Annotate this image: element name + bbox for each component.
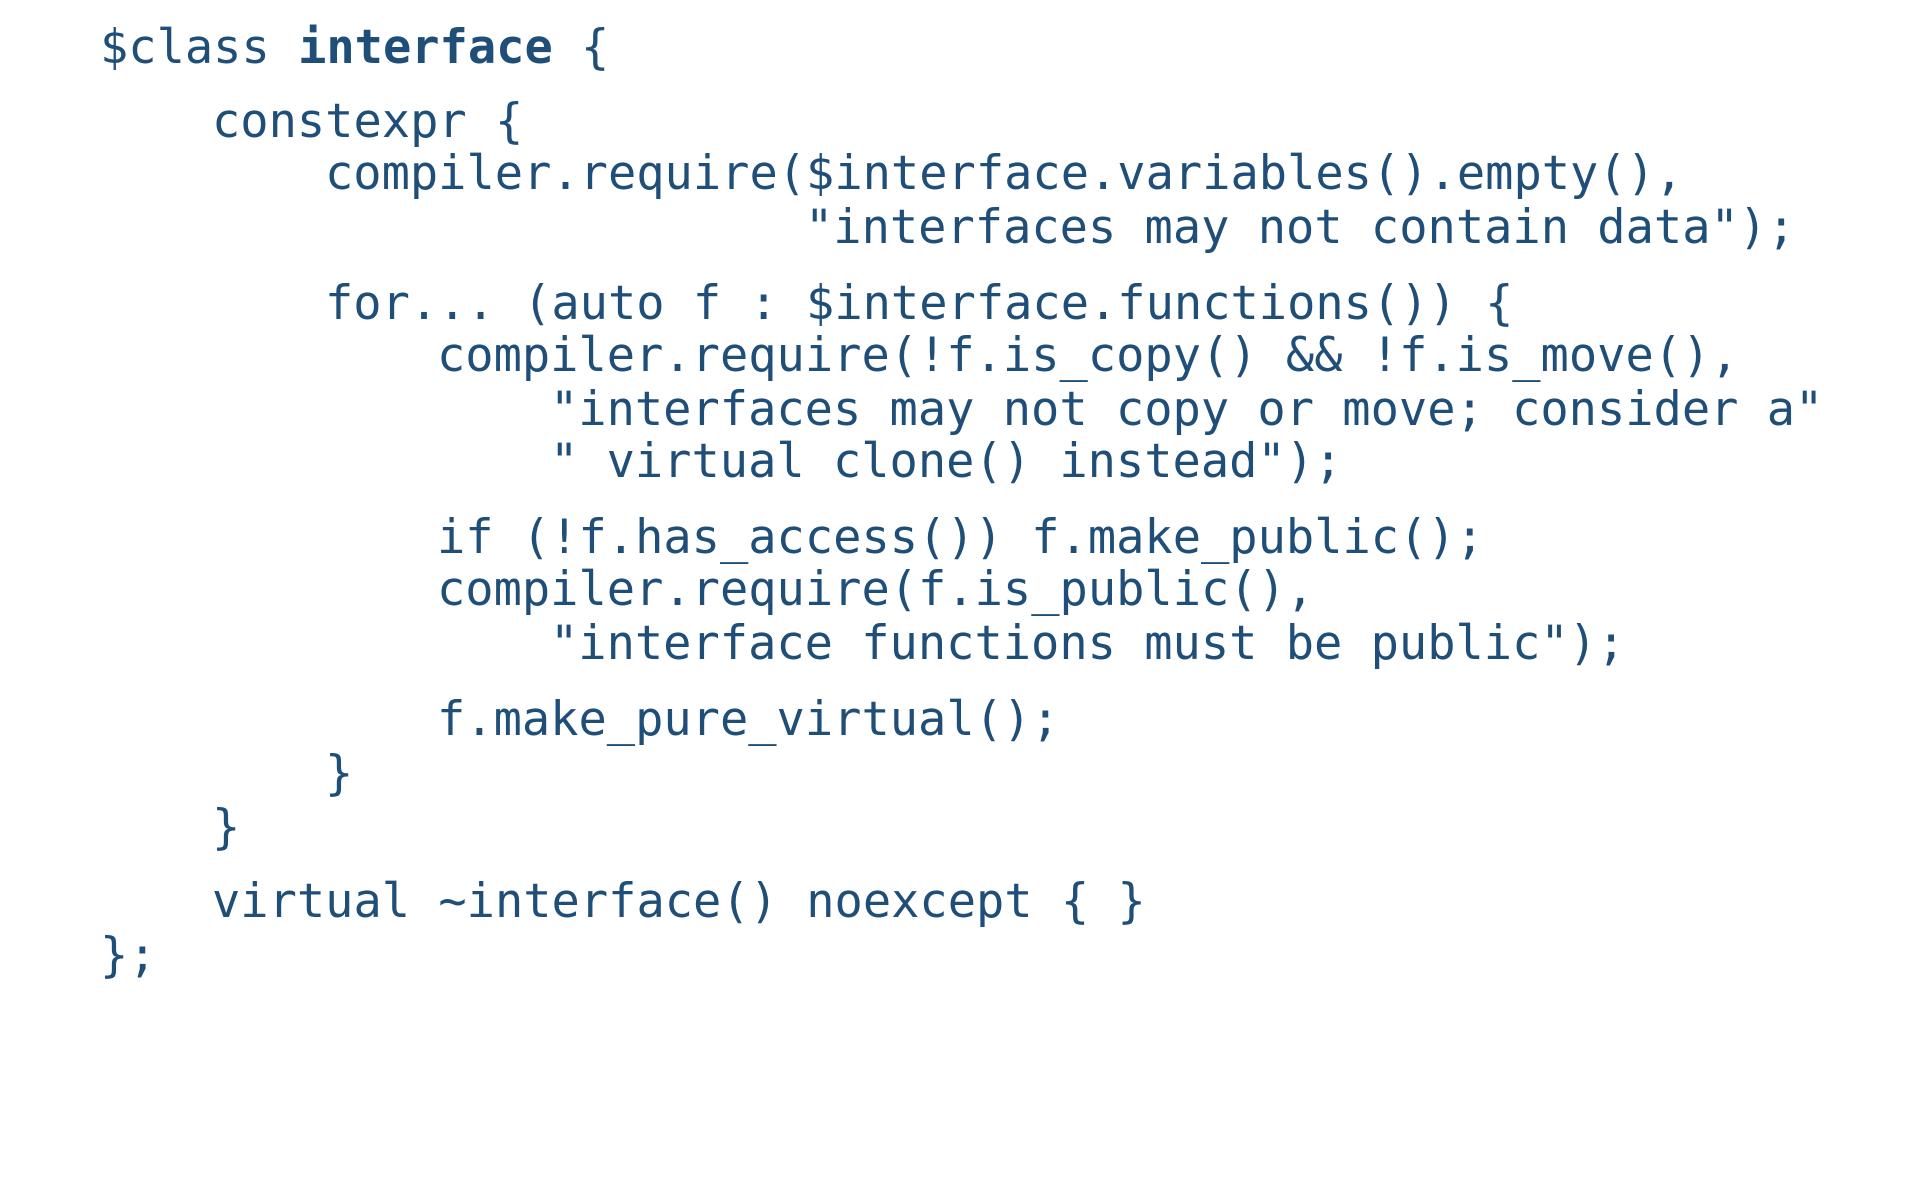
code-line-4: "interfaces may not contain data"); — [805, 200, 1796, 255]
code-line-6: compiler.require(!f.is_copy() && !f.is_m… — [437, 328, 1739, 383]
code-line-16: }; — [100, 928, 157, 983]
code-line-3: compiler.require($interface.variables().… — [325, 146, 1684, 201]
code-line-8: " virtual clone() instead"); — [550, 434, 1343, 489]
code-line-11: "interface functions must be public"); — [550, 616, 1626, 671]
code-line-9: if (!f.has_access()) f.make_public(); — [437, 510, 1484, 565]
code-line-14: } — [212, 800, 241, 855]
code-line-2: constexpr { — [212, 94, 524, 149]
code-line-15: virtual ~interface() noexcept { } — [212, 874, 1146, 929]
code-line-13: } — [325, 746, 354, 801]
code-line-5: for... (auto f : $interface.functions())… — [325, 276, 1514, 331]
code-line-10: compiler.require(f.is_public(), — [437, 562, 1315, 617]
code-line-7: "interfaces may not copy or move; consid… — [550, 382, 1824, 437]
code-line-1: $class interface { — [100, 20, 609, 76]
code-token-bold: interface — [298, 20, 553, 75]
code-line-12: f.make_pure_virtual(); — [437, 692, 1060, 747]
code-token: { — [552, 20, 610, 75]
code-token: $class — [100, 20, 299, 75]
